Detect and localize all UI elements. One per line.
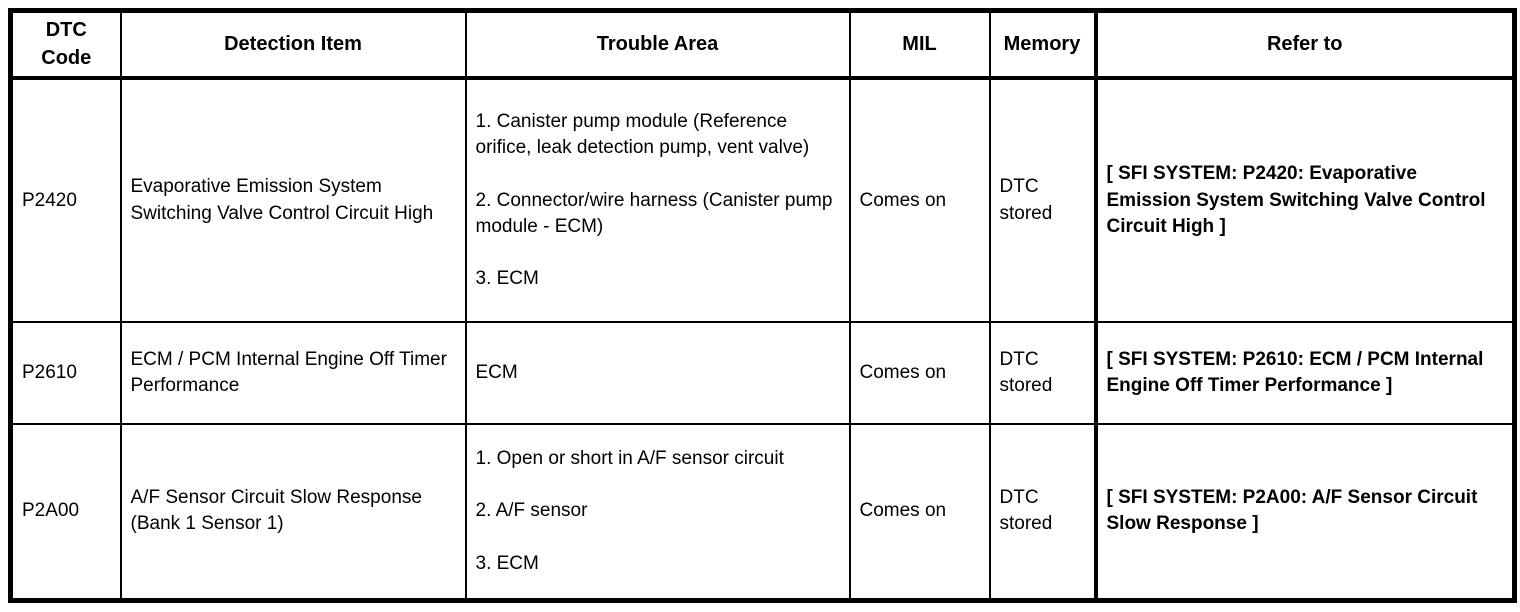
dtc-table: DTC Code Detection Item Trouble Area MIL… (8, 8, 1517, 603)
dtc-code-cell: P2610 (9, 321, 122, 426)
memory-cell: DTC stored (988, 423, 1097, 602)
memory-cell: DTC stored (988, 321, 1097, 426)
detection-item-cell: ECM / PCM Internal Engine Off Timer Perf… (119, 321, 467, 426)
mil-cell: Comes on (848, 423, 991, 602)
mil-cell: Comes on (848, 77, 991, 324)
dtc-code-cell: P2420 (9, 77, 122, 324)
header-mil: MIL (848, 9, 991, 81)
refer-to-cell: [ SFI SYSTEM: P2A00: A/F Sensor Circuit … (1093, 423, 1516, 602)
trouble-area-cell: 1. Canister pump module (Reference orifi… (464, 77, 851, 324)
header-memory: Memory (988, 9, 1097, 81)
detection-item-cell: Evaporative Emission System Switching Va… (119, 77, 467, 324)
mil-cell: Comes on (848, 321, 991, 426)
detection-item-cell: A/F Sensor Circuit Slow Response (Bank 1… (119, 423, 467, 602)
memory-cell: DTC stored (988, 77, 1097, 324)
header-dtc-code: DTC Code (9, 9, 122, 81)
trouble-area-cell: ECM (464, 321, 851, 426)
header-trouble-area: Trouble Area (464, 9, 851, 81)
dtc-code-cell: P2A00 (9, 423, 122, 602)
header-detection-item: Detection Item (119, 9, 467, 81)
table-row-p2420: P2420 Evaporative Emission System Switch… (9, 77, 1516, 324)
header-refer-to: Refer to (1093, 9, 1516, 81)
table-row-p2610: P2610 ECM / PCM Internal Engine Off Time… (9, 321, 1516, 426)
refer-to-cell: [ SFI SYSTEM: P2610: ECM / PCM Internal … (1093, 321, 1516, 426)
refer-to-cell: [ SFI SYSTEM: P2420: Evaporative Emissio… (1093, 77, 1516, 324)
table-row-p2a00: P2A00 A/F Sensor Circuit Slow Response (… (9, 423, 1516, 602)
header-row: DTC Code Detection Item Trouble Area MIL… (9, 9, 1516, 81)
trouble-area-cell: 1. Open or short in A/F sensor circuit 2… (464, 423, 851, 602)
